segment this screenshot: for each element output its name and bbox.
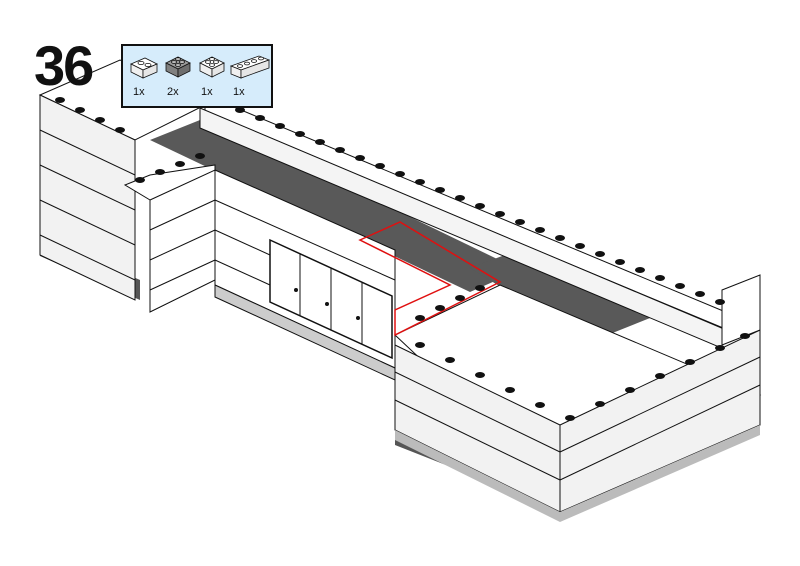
part-quantity: 1x [201, 86, 213, 98]
part-quantity: 2x [167, 86, 179, 98]
step-number: 36 [34, 34, 94, 97]
part-item: 1x [197, 50, 233, 100]
brick-1x2-icon [130, 57, 158, 79]
right-wing [394, 284, 762, 522]
left-wing [38, 59, 217, 301]
part-item: 2x [163, 50, 199, 100]
part-quantity: 1x [233, 86, 245, 98]
corner-pillar [123, 164, 216, 313]
parts-list: 1x 2x 1x [121, 44, 273, 108]
brick-1x4-icon [229, 55, 271, 79]
brick-2x2-icon [165, 56, 191, 78]
studs [55, 97, 750, 421]
part-item: 1x [129, 50, 165, 100]
end-pillar [721, 274, 761, 346]
new-brick-highlight [358, 221, 502, 337]
door [269, 238, 393, 360]
brick-2x2-icon [199, 56, 225, 78]
part-quantity: 1x [133, 86, 145, 98]
part-item: 1x [229, 50, 271, 100]
